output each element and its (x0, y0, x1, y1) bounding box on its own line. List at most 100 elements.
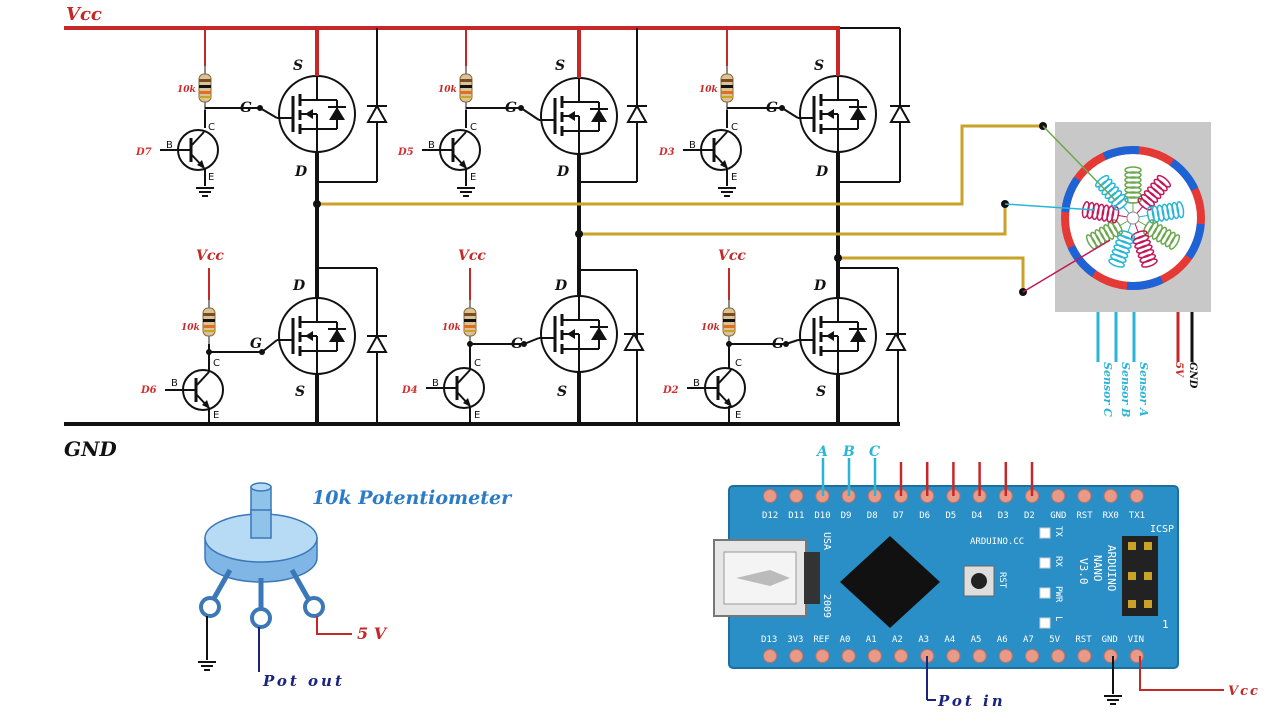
half-bridge-3 (683, 28, 911, 424)
half-bridge-2 (422, 28, 648, 424)
top-pin-label: D9 (841, 511, 852, 521)
source-label: S (816, 384, 826, 400)
pin-pad[interactable] (867, 649, 882, 663)
half-bridge-1 (160, 28, 388, 424)
resistor-value-label: 10k (442, 323, 461, 333)
pin-pad[interactable] (1103, 489, 1118, 503)
pin-pad[interactable] (815, 649, 830, 663)
top-pin-label: D2 (1024, 511, 1035, 521)
pin-pad[interactable] (789, 489, 804, 503)
brand-label: ARDUINO.CC (970, 537, 1024, 547)
status-led (1039, 557, 1051, 569)
pin-one-label: 1 (1162, 618, 1169, 631)
top-pin-label: D11 (788, 511, 804, 521)
icsp-label: ICSP (1150, 524, 1174, 535)
stator-coil (1132, 201, 1185, 224)
bottom-pin-label: A2 (892, 635, 903, 645)
pot-in-label: Pot in (937, 692, 1006, 710)
sensor-letter-a: A (815, 444, 828, 460)
top-pin-label: D4 (972, 511, 983, 521)
resistor-1 (198, 65, 212, 111)
rotor-hub (1126, 211, 1140, 225)
pot-5v-label: 5 V (357, 624, 388, 643)
pin-pad[interactable] (1025, 649, 1039, 663)
pin-pad[interactable] (1103, 649, 1118, 663)
pin-pad[interactable] (972, 649, 987, 663)
gate-label: G (505, 100, 517, 116)
motor-gnd-label: GND (1187, 362, 1198, 389)
top-pin-label: GND (1050, 511, 1066, 521)
magnet-segment (1067, 244, 1097, 277)
pin-pad[interactable] (763, 649, 777, 663)
icsp-header (1122, 536, 1158, 616)
motor-5v-label: 5V (1173, 362, 1184, 378)
pot-terminal-gnd (199, 596, 221, 618)
collector-label: C (474, 358, 481, 369)
emitter-label: E (735, 410, 741, 421)
pot-terminal-out (250, 607, 272, 629)
emitter-label: E (208, 172, 214, 183)
gate-label: G (511, 336, 523, 352)
sensor-c-label: Sensor C (1101, 362, 1114, 417)
status-led (1039, 527, 1051, 539)
gate-label: G (240, 100, 252, 116)
pin-pad[interactable] (841, 649, 856, 663)
diode-hs-1 (366, 105, 388, 123)
bottom-pin-label: D13 (761, 635, 777, 645)
phase-wires (317, 124, 1043, 292)
pin-pad[interactable] (1051, 649, 1066, 663)
transistor-ls-1 (173, 368, 225, 412)
sensor-letter-c: C (869, 444, 880, 460)
led-label: L (1053, 616, 1063, 621)
pin-pad[interactable] (1129, 649, 1144, 663)
gate-label: G (250, 336, 262, 352)
rst-button-label: RST (997, 572, 1007, 589)
sensor-letter-b: B (842, 444, 855, 460)
pin-pad[interactable] (998, 649, 1013, 663)
pin-pad[interactable] (894, 649, 908, 663)
gate-label: G (772, 336, 784, 352)
bottom-pin-label: A6 (997, 635, 1008, 645)
collector-label: C (731, 122, 738, 133)
model-line-2: NANO (1091, 555, 1104, 582)
magnet-segment (1126, 275, 1164, 290)
top-pin-label: D10 (814, 511, 830, 521)
bottom-pin-label: 3V3 (787, 635, 803, 645)
bldc-motor: Sensor C Sensor B Sensor A 5V GND (1004, 122, 1211, 417)
bottom-pin-label: A0 (840, 635, 851, 645)
usa-label: USA (821, 532, 832, 550)
pot-out-label: Pot out (262, 672, 345, 690)
pin-pad[interactable] (1051, 489, 1066, 503)
collector-label: C (470, 122, 477, 133)
drain-label: D (556, 164, 570, 180)
collector-label: C (213, 358, 220, 369)
model-line-3: V3.0 (1077, 558, 1090, 585)
pin-pad[interactable] (946, 649, 961, 663)
bottom-pin-label: 5V (1049, 635, 1060, 645)
mosfet-hs-1 (275, 74, 357, 154)
collector-label: C (735, 358, 742, 369)
led-label: TX (1053, 526, 1063, 537)
bottom-pin-label: A3 (918, 635, 929, 645)
bottom-pin-label: A4 (944, 635, 955, 645)
pin-pad[interactable] (1129, 489, 1144, 503)
pin-pad[interactable] (1077, 649, 1092, 663)
base-label: B (166, 140, 173, 151)
collector-label: C (208, 122, 215, 133)
sensor-a-label: Sensor A (1137, 362, 1150, 417)
pin-pad[interactable] (1077, 489, 1092, 503)
magnet-segment (1169, 159, 1199, 192)
model-line-1: ARDUINO (1105, 545, 1118, 591)
transistor-hs-1 (168, 128, 220, 172)
microcontroller-chip (840, 536, 940, 628)
pin-pad[interactable] (763, 489, 777, 503)
drain-label: D (294, 164, 308, 180)
source-label: S (557, 384, 567, 400)
pin-pad[interactable] (789, 649, 804, 663)
vcc-label: Vcc (718, 248, 746, 264)
led-label: PWR (1053, 586, 1063, 603)
gate-label: G (766, 100, 778, 116)
vin-vcc-label: Vcc (1228, 684, 1260, 699)
stator-coil (1081, 201, 1134, 224)
